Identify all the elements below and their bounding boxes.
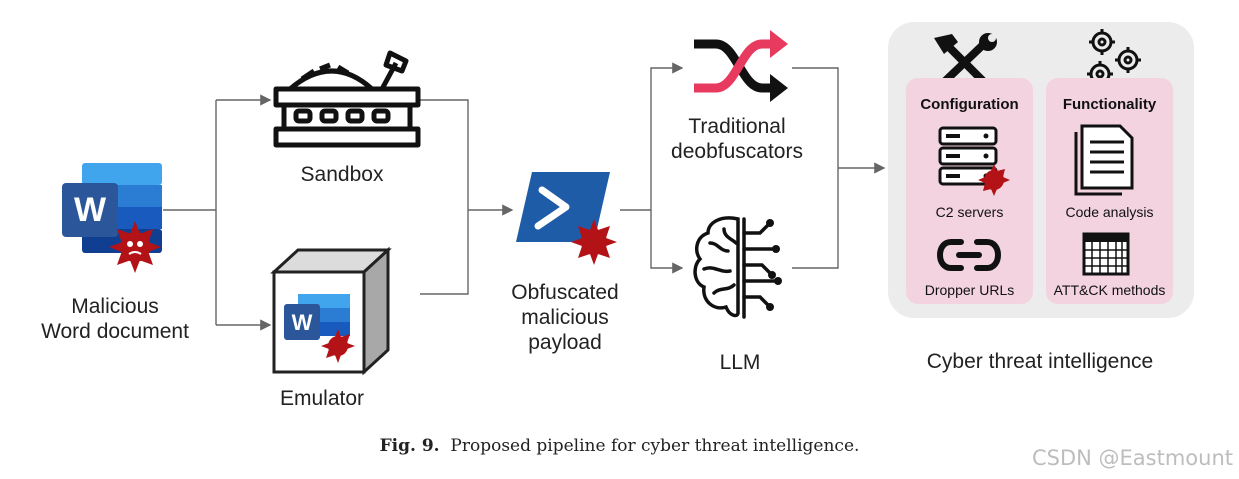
server-icon [938, 126, 1010, 196]
powershell-icon [516, 172, 617, 265]
attck-methods-label: ATT&CK methods [1053, 282, 1166, 298]
edge-to-llm [650, 210, 684, 274]
edge-trad-merge [792, 67, 839, 269]
configuration-title: Configuration [920, 96, 1019, 113]
llm-label: LLM [719, 351, 761, 374]
functionality-title: Functionality [1062, 96, 1157, 113]
caption-text: Proposed pipeline for cyber threat intel… [450, 436, 860, 456]
tools-icon [934, 33, 997, 88]
link-icon [936, 239, 1002, 271]
sandbox-icon [273, 50, 421, 148]
emulator-cube-icon: W [270, 246, 392, 376]
cti-label: Cyber threat intelligence [926, 350, 1154, 373]
document-icon [1074, 124, 1134, 196]
edge-to-sandbox [215, 100, 270, 325]
sandbox-label: Sandbox [300, 163, 384, 186]
grid-table-icon [1082, 232, 1130, 276]
caption-label: Fig. 9. [379, 436, 440, 456]
traditional-label: Traditional deobfuscators [671, 115, 803, 163]
malware-virus-icon [109, 221, 161, 273]
edge-sandbox-merge [420, 99, 469, 295]
brain-circuit-icon [693, 216, 782, 319]
edge-payload-split [620, 62, 684, 211]
svg-text:W: W [292, 310, 313, 335]
code-analysis-label: Code analysis [1065, 204, 1154, 220]
figure-caption: Fig. 9. Proposed pipeline for cyber thre… [0, 436, 1239, 456]
shuffle-arrows-icon [694, 30, 788, 102]
watermark: CSDN @Eastmount [1031, 446, 1233, 470]
svg-text:W: W [74, 191, 107, 229]
c2-servers-label: C2 servers [935, 204, 1004, 220]
configuration-box [906, 78, 1033, 304]
word-doc-label: Malicious Word document [41, 295, 189, 343]
payload-label: Obfuscated malicious payload [511, 281, 619, 354]
emulator-label: Emulator [279, 387, 365, 410]
dropper-urls-label: Dropper URLs [924, 282, 1015, 298]
